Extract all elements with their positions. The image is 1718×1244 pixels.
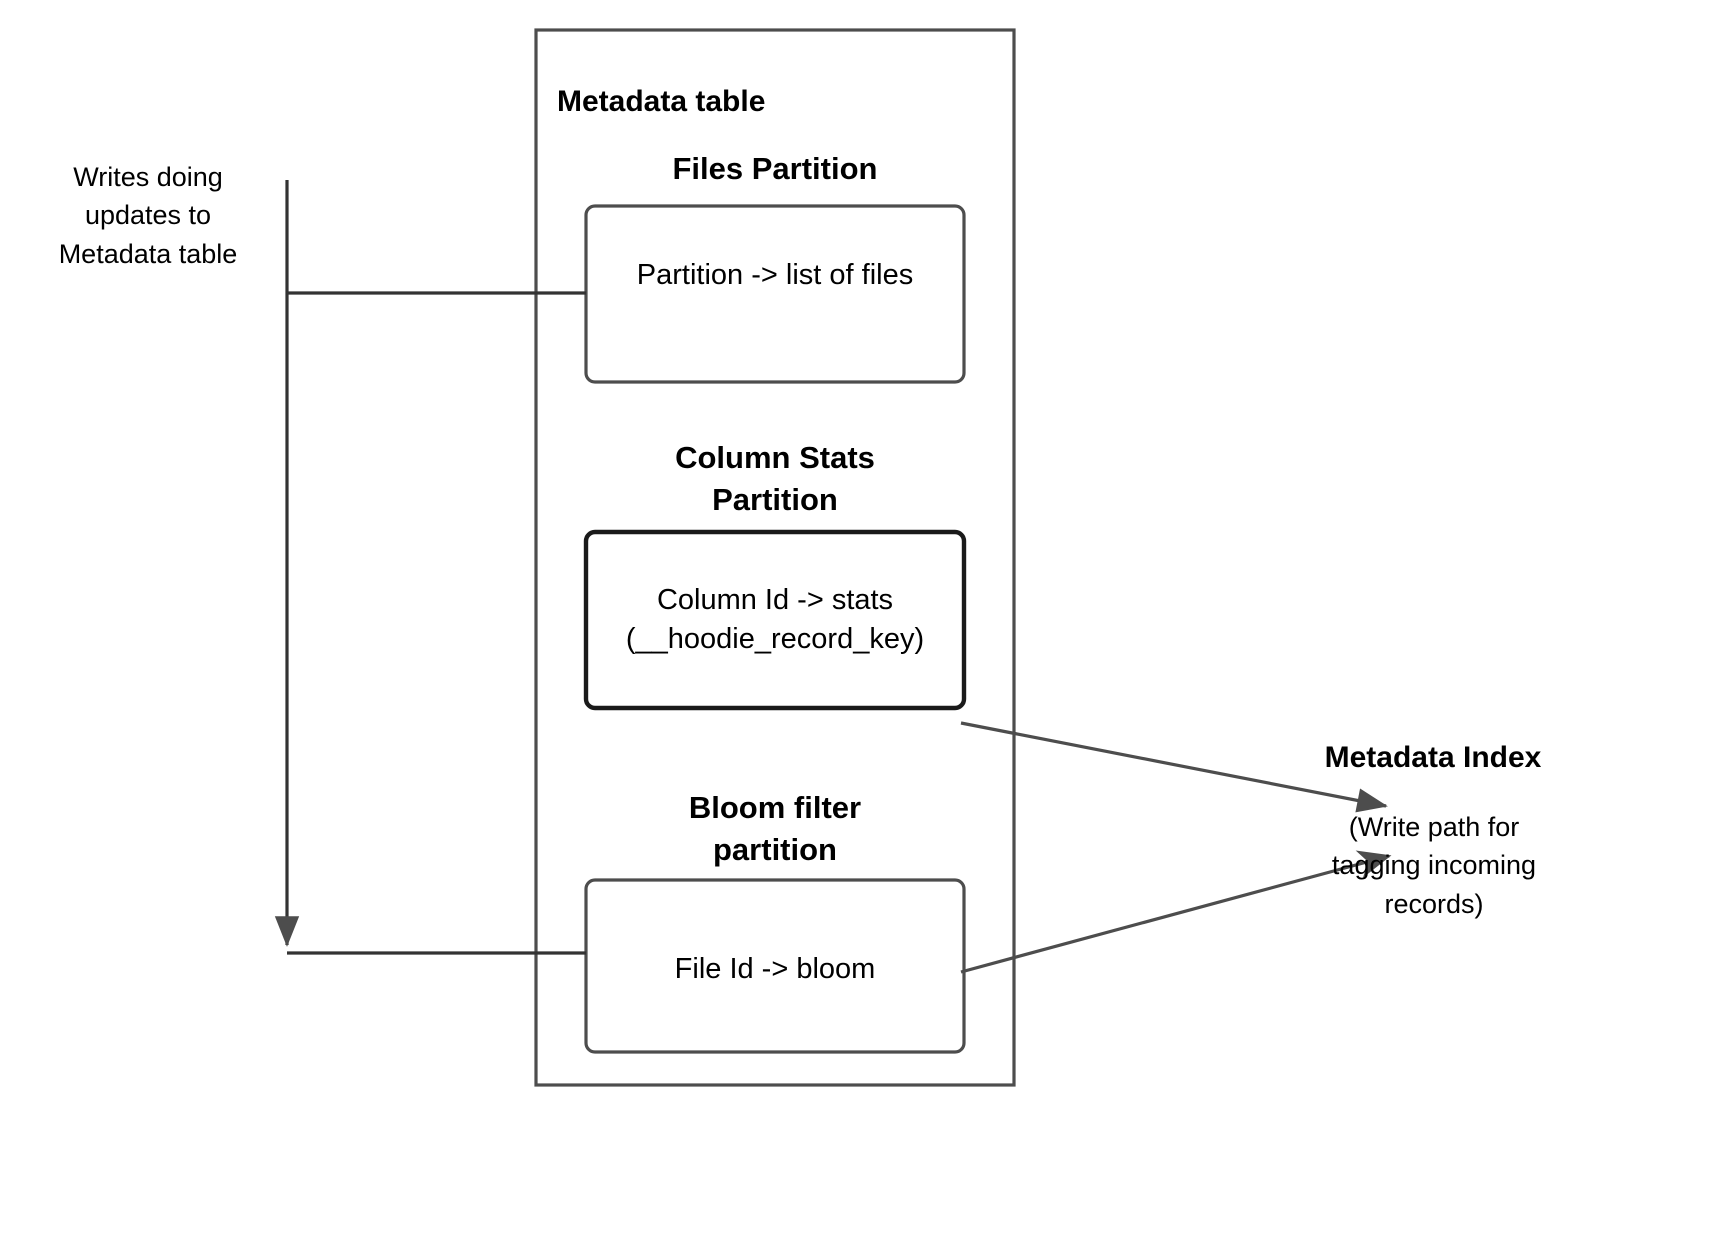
files-partition-heading: Files Partition [672,151,878,186]
metadata-table-title: Metadata table [557,85,766,118]
writes-note-label: Writes doing updates to Metadata table [58,162,238,269]
column-stats-partition-box-label: Column Id -> stats (__hoodie_record_key) [625,584,925,656]
column-stats-partition-heading: Column Stats Partition [675,440,875,517]
files-partition-box-label: Partition -> list of files [636,259,914,291]
bloom-filter-partition-heading: Bloom filter partition [688,790,862,867]
metadata-index-title: Metadata Index [1324,741,1542,774]
bloom-filter-partition-box-label: File Id -> bloom [674,953,876,985]
metadata-index-description: (Write path for tagging incoming records… [1331,812,1537,919]
